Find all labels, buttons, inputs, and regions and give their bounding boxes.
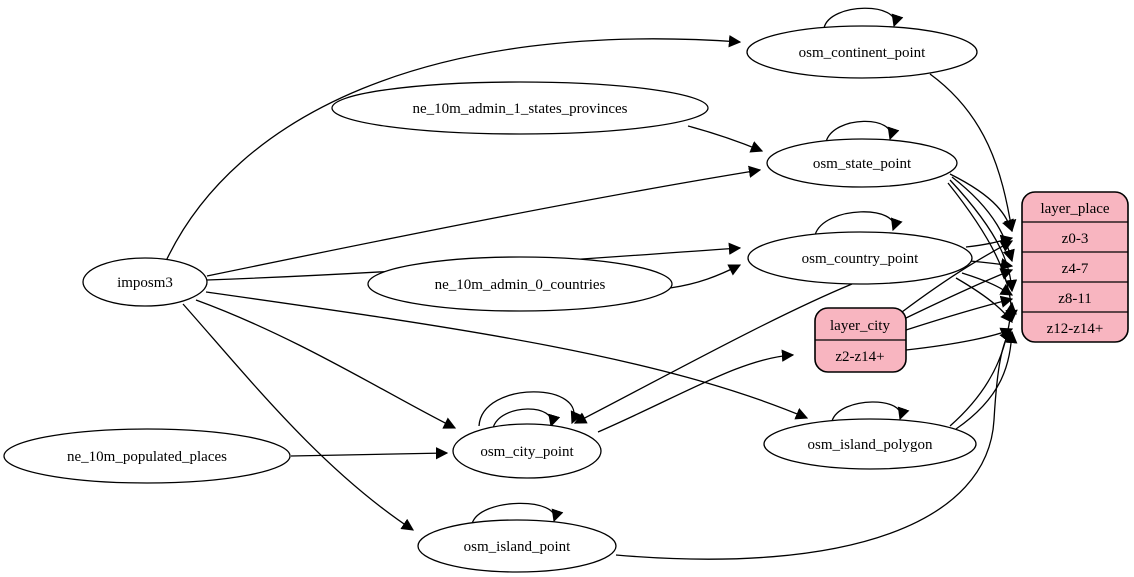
node-osm_continent_point-shape	[746, 25, 978, 79]
record-layer_place: layer_place z0-3 z4-7 z8-11 z12-z14+	[1021, 191, 1129, 343]
edge-layer_city-layer_place-z8-11	[905, 295, 1014, 331]
selfloop-osm_city_point-outer	[478, 391, 583, 427]
record-layer_place-row-z12-z14: z12-z14+	[1047, 321, 1104, 337]
record-layer_place-row-z4-7: z4-7	[1062, 261, 1089, 277]
selfloop-osm_island_point	[471, 502, 564, 525]
edge-osm_state_point-layer_place-z4-7	[951, 176, 1015, 263]
nodes-group: imposm3 ne_10m_admin_1_states_provinces …	[3, 25, 978, 573]
node-imposm3: imposm3	[82, 257, 208, 307]
edge-osm_country_point-layer_place-z12-z14	[955, 277, 1013, 323]
selfloop-osm_state_point	[825, 120, 900, 143]
node-osm_continent_point-label: osm_continent_point	[799, 45, 926, 61]
edge-layer_city-layer_place-z12-z14	[905, 327, 1014, 351]
edge-osm_country_point-layer_place-z0-3	[965, 234, 1014, 248]
edge-osm_country_point-layer_place-z8-11	[961, 272, 1014, 296]
node-osm_island_point-label: osm_island_point	[464, 539, 572, 555]
edge-imposm3-osm_island_polygon	[205, 291, 809, 420]
node-osm_continent_point: osm_continent_point	[746, 25, 978, 79]
edge-imposm3-osm_island_point	[182, 303, 415, 531]
record-layer_place-box	[1021, 191, 1129, 343]
node-osm_island_point-shape	[417, 519, 617, 573]
selfloop-osm_island_polygon	[831, 401, 910, 422]
selfloop-osm_country_point	[814, 211, 903, 236]
record-layer_place-row-z0-3: z0-3	[1062, 231, 1089, 247]
node-osm_island_polygon-label: osm_island_polygon	[807, 437, 933, 453]
node-osm_island_point: osm_island_point	[417, 519, 617, 573]
record-layer_place-row-z8-11: z8-11	[1058, 291, 1092, 307]
edge-ne_10m_populated_places-osm_city_point	[290, 447, 449, 460]
node-osm_state_point: osm_state_point	[766, 138, 958, 188]
node-ne_10m_admin_0_countries: ne_10m_admin_0_countries	[367, 256, 673, 312]
edge-osm_island_point-layer_place-z12-z14	[615, 329, 1012, 560]
node-osm_country_point: osm_country_point	[747, 231, 973, 285]
edge-osm_continent_point-layer_place-z0-3	[929, 73, 1017, 233]
record-layer_city-row-z2-z14: z2-z14+	[835, 349, 884, 365]
node-osm_state_point-label: osm_state_point	[813, 156, 912, 172]
node-ne_10m_admin_1_states_provinces: ne_10m_admin_1_states_provinces	[331, 81, 709, 135]
edge-layer_city-layer_place-z4-7	[905, 268, 1014, 319]
node-ne_10m_admin_0_countries-label: ne_10m_admin_0_countries	[435, 277, 606, 293]
node-osm_city_point: osm_city_point	[452, 423, 602, 479]
record-layer_city-title: layer_city	[830, 318, 890, 334]
selfloop-osm_city_point-inner	[492, 408, 561, 429]
edge-osm_state_point-layer_place-z0-3	[949, 173, 1014, 233]
node-osm_island_polygon-shape	[763, 418, 977, 470]
edge-ne_10m_admin_1_states_provinces-osm_state_point	[687, 125, 764, 153]
node-ne_10m_populated_places-label: ne_10m_populated_places	[67, 449, 227, 465]
node-osm_island_polygon: osm_island_polygon	[763, 418, 977, 470]
node-imposm3-label: imposm3	[117, 275, 173, 291]
edge-imposm3-osm_city_point	[195, 299, 457, 429]
edge-osm_city_point-layer_city	[597, 349, 795, 433]
node-osm_country_point-label: osm_country_point	[802, 251, 919, 267]
node-osm_state_point-shape	[766, 138, 958, 188]
edge-ne_10m_admin_0_countries-osm_country_point	[669, 264, 742, 289]
node-ne_10m_admin_1_states_provinces-label: ne_10m_admin_1_states_provinces	[413, 101, 628, 117]
edge-imposm3-osm_state_point	[206, 165, 762, 277]
edge-osm_island_polygon-layer_place-z8-11	[949, 301, 1017, 427]
node-ne_10m_populated_places-shape	[3, 428, 291, 484]
node-ne_10m_admin_1_states_provinces-shape	[331, 81, 709, 135]
node-osm_city_point-shape	[452, 423, 602, 479]
edge-imposm3-osm_continent_point	[165, 35, 742, 262]
record-layer_city: layer_city z2-z14+	[814, 307, 907, 373]
node-ne_10m_admin_0_countries-shape	[367, 256, 673, 312]
node-osm_country_point-shape	[747, 231, 973, 285]
edge-osm_country_point-osm_city_point	[573, 283, 853, 424]
record-layer_place-title: layer_place	[1040, 201, 1109, 217]
selfloop-osm_continent_point	[823, 7, 904, 29]
node-osm_city_point-label: osm_city_point	[480, 444, 574, 460]
edges-group	[165, 7, 1018, 560]
edge-layer_city-layer_place-z0-3	[901, 240, 1014, 313]
node-imposm3-shape	[82, 257, 208, 307]
node-ne_10m_populated_places: ne_10m_populated_places	[3, 428, 291, 484]
